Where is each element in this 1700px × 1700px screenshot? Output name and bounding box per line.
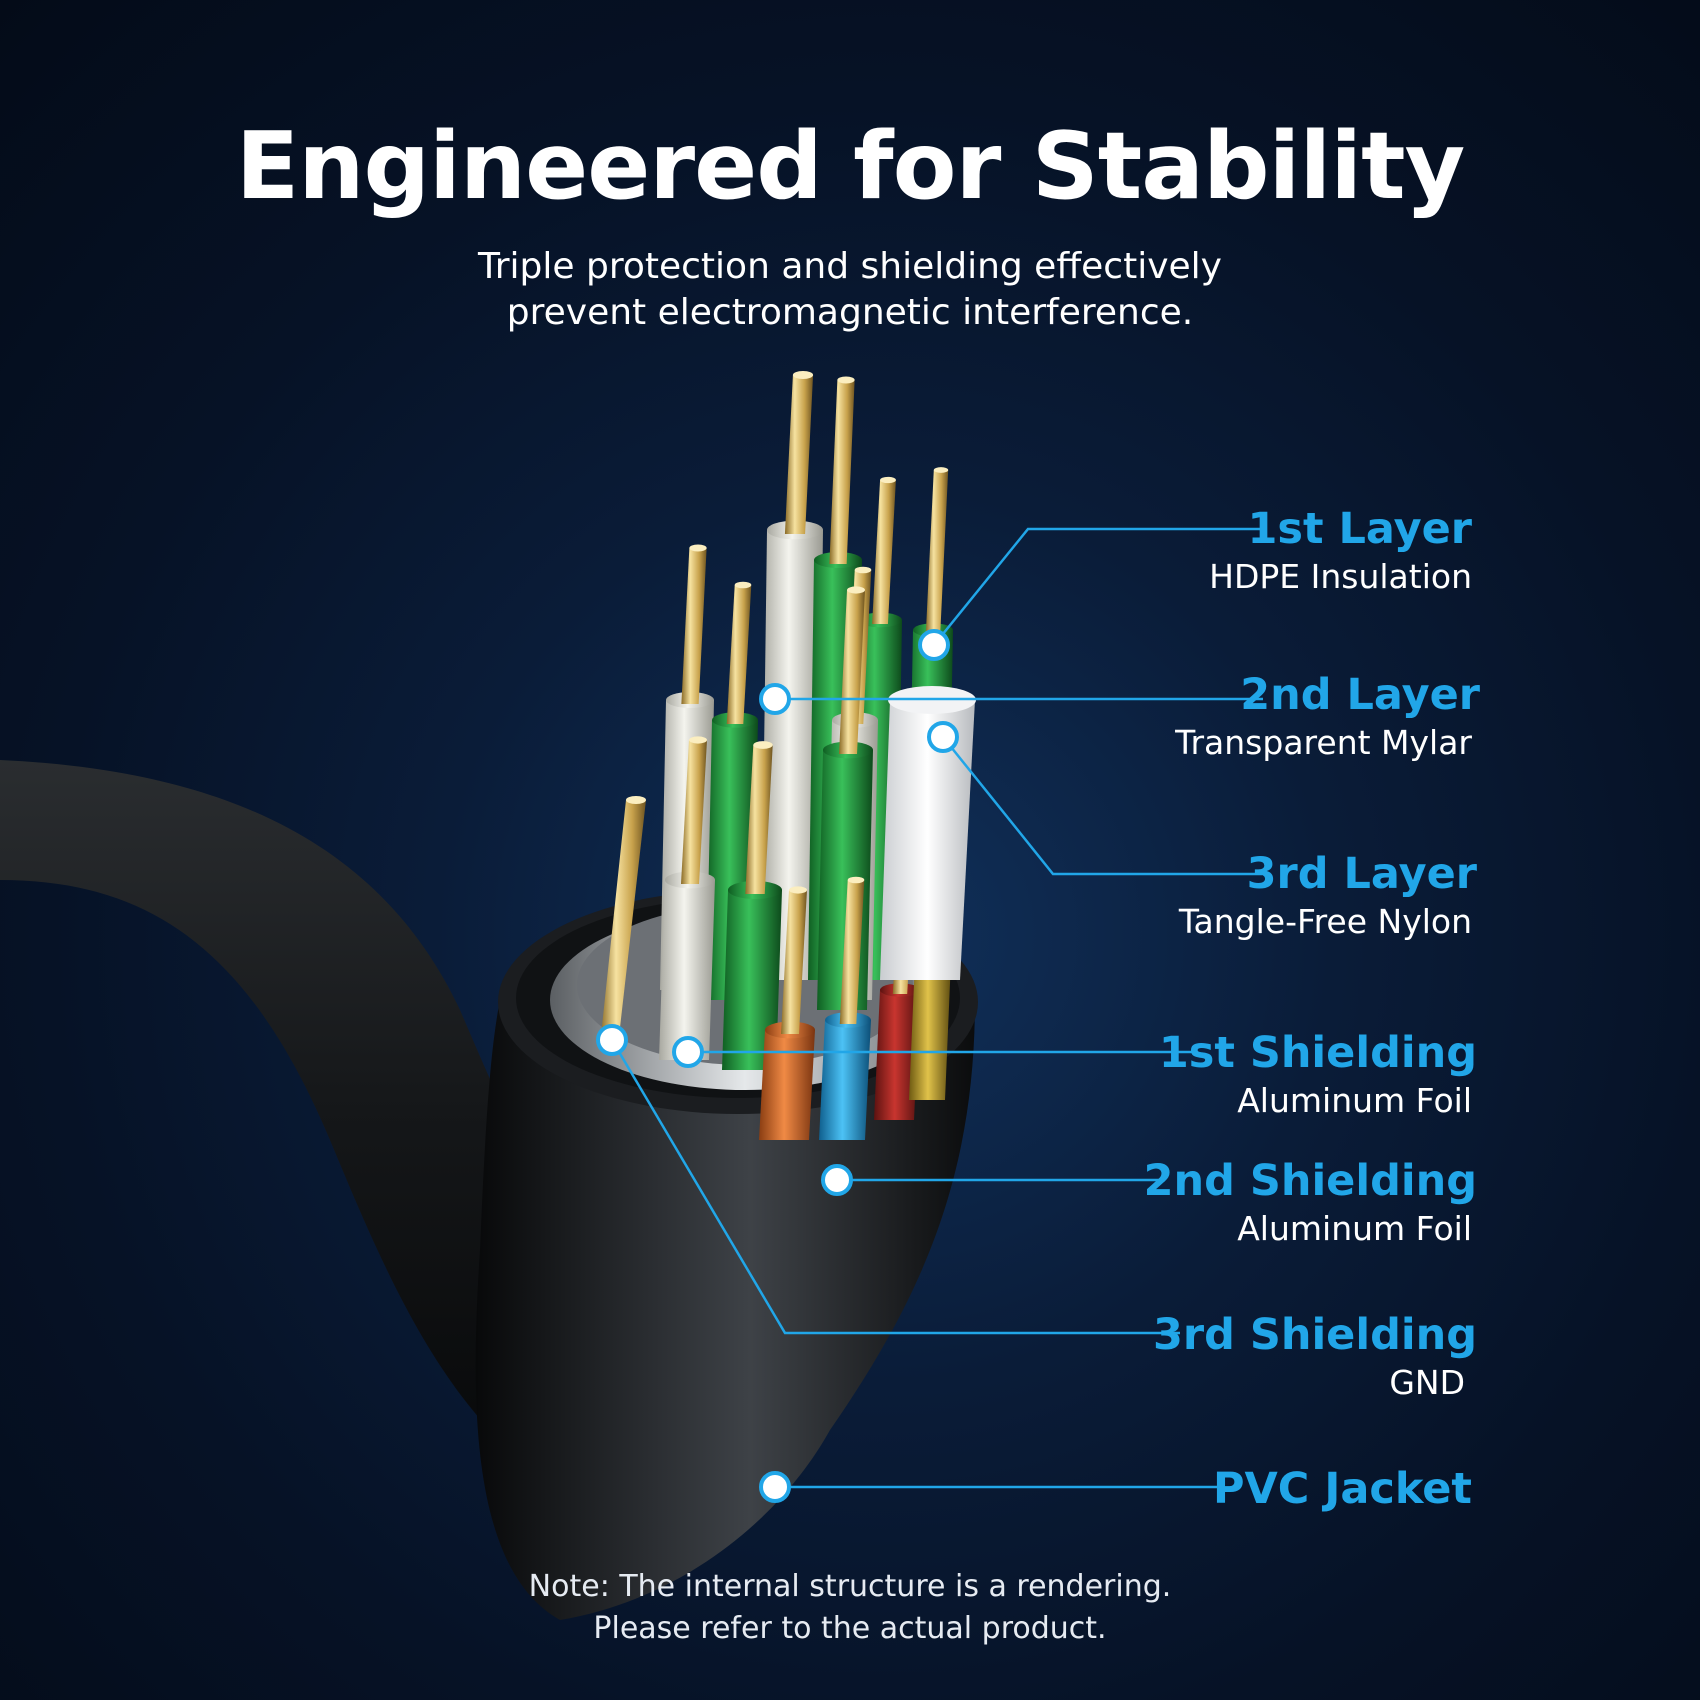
- conductor-tip: [933, 467, 949, 473]
- conductor-insulation: [909, 960, 951, 1100]
- dot-1st-layer: [918, 629, 950, 661]
- gold-conductor: [829, 380, 855, 564]
- leader-3rd-shielding: [610, 1039, 1180, 1335]
- note-line-2: Please refer to the actual product.: [593, 1611, 1107, 1646]
- callout-subtitle: GND: [1389, 1363, 1465, 1402]
- conductor-insulation: [874, 990, 920, 1120]
- dot-3rd-shielding: [596, 1024, 628, 1056]
- conductor-wire: [819, 876, 871, 1140]
- callout-dots: [596, 629, 959, 1503]
- dot-2nd-shielding: [821, 1164, 853, 1196]
- gold-conductor: [925, 470, 949, 634]
- callout-title: PVC Jacket: [1213, 1464, 1472, 1514]
- conductor-insulation: [659, 880, 715, 1060]
- gold-conductor: [745, 745, 773, 894]
- gold-conductor: [781, 890, 807, 1034]
- conductor-tip: [880, 476, 896, 484]
- callout-1st-shielding: 1st Shielding Aluminum Foil: [1159, 1027, 1477, 1123]
- gold-conductor: [681, 548, 707, 704]
- nylon-filler: [880, 686, 976, 980]
- callout-subtitle: Aluminum Foil: [1237, 1209, 1472, 1248]
- callout-title: 2nd Shielding: [1143, 1156, 1477, 1206]
- callout-3rd-shielding: 3rd Shielding GND: [1153, 1309, 1477, 1405]
- callout-3rd-layer: 3rd Layer Tangle-Free Nylon: [1179, 848, 1477, 944]
- dot-pvc-jacket: [759, 1471, 791, 1503]
- dot-2nd-layer: [759, 683, 791, 715]
- subtitle-line-2: prevent electromagnetic interference.: [506, 292, 1194, 333]
- subtitle-line-1: Triple protection and shielding effectiv…: [478, 246, 1222, 287]
- conductor-wire: [759, 886, 815, 1140]
- callout-2nd-shielding: 2nd Shielding Aluminum Foil: [1144, 1155, 1477, 1251]
- callout-subtitle: HDPE Insulation: [1209, 557, 1472, 596]
- leader-3rd-layer: [942, 736, 1262, 876]
- gold-conductor: [839, 880, 865, 1024]
- conductor-insulation: [722, 890, 782, 1070]
- conductor-tip: [792, 370, 814, 380]
- conductor-tip: [689, 544, 707, 552]
- conductor-tip: [854, 566, 872, 574]
- conductor-tip: [753, 741, 773, 749]
- ground-wire: [600, 800, 646, 1045]
- gold-conductor: [681, 740, 707, 884]
- page-subtitle: Triple protection and shielding effectiv…: [0, 244, 1700, 336]
- callout-subtitle: Tangle-Free Nylon: [1178, 902, 1472, 941]
- conductor-wire: [761, 370, 823, 980]
- callout-lines: [610, 527, 1263, 1489]
- callout-title: 3rd Shielding: [1152, 1310, 1477, 1360]
- conductor-wire: [722, 741, 782, 1070]
- gold-conductor: [872, 480, 896, 624]
- conductor-tip: [837, 376, 855, 384]
- callout-1st-layer: 1st Layer HDPE Insulation: [1209, 503, 1472, 599]
- conductor-tip: [789, 886, 807, 894]
- gold-conductor: [784, 375, 814, 534]
- callout-2nd-layer: 2nd Layer Transparent Mylar: [1175, 669, 1480, 765]
- ground-wire-tip: [626, 796, 646, 804]
- page-title: Engineered for Stability: [235, 112, 1466, 220]
- gold-conductor: [839, 590, 865, 754]
- gold-conductor: [726, 585, 752, 724]
- note-line-1: Note: The internal structure is a render…: [528, 1569, 1172, 1604]
- conductor-insulation: [819, 1020, 871, 1140]
- conductor-tip: [734, 581, 752, 589]
- conductor-tip: [847, 586, 865, 594]
- dot-3rd-layer: [927, 721, 959, 753]
- callout-title: 2nd Layer: [1240, 670, 1480, 720]
- conductor-wire: [659, 736, 715, 1060]
- cable-jacket: [475, 1000, 975, 1620]
- callout-title: 1st Layer: [1247, 504, 1472, 554]
- callout-subtitle: Aluminum Foil: [1237, 1081, 1472, 1120]
- callout-pvc-jacket: PVC Jacket: [1213, 1463, 1472, 1515]
- callout-title: 3rd Layer: [1246, 849, 1477, 899]
- conductor-tip: [847, 876, 865, 884]
- footer-note: Note: The internal structure is a render…: [0, 1566, 1700, 1650]
- conductor-insulation: [759, 1030, 815, 1140]
- conductor-insulation: [761, 530, 823, 980]
- dot-1st-shielding: [672, 1036, 704, 1068]
- callout-title: 1st Shielding: [1158, 1028, 1477, 1078]
- callout-subtitle: Transparent Mylar: [1175, 723, 1472, 762]
- conductor-tip: [689, 736, 707, 744]
- leader-1st-layer: [933, 527, 1260, 646]
